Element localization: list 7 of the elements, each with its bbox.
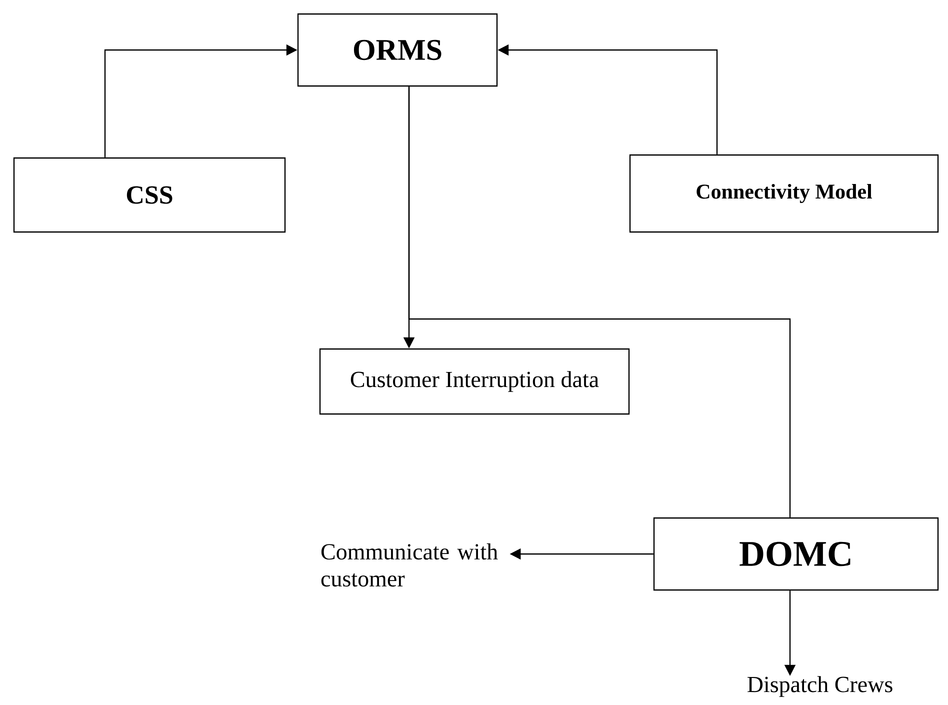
process-box: Connectivity Model [629,154,939,233]
outcome-text: Dispatch Crews [748,676,892,697]
process-box: DOMC [653,517,939,591]
data-box: Customer Interruption data [319,348,630,415]
outcome-text: Communicate with customer [321,543,498,587]
process-box: ORMS [297,13,498,87]
process-box: CSS [13,157,286,233]
